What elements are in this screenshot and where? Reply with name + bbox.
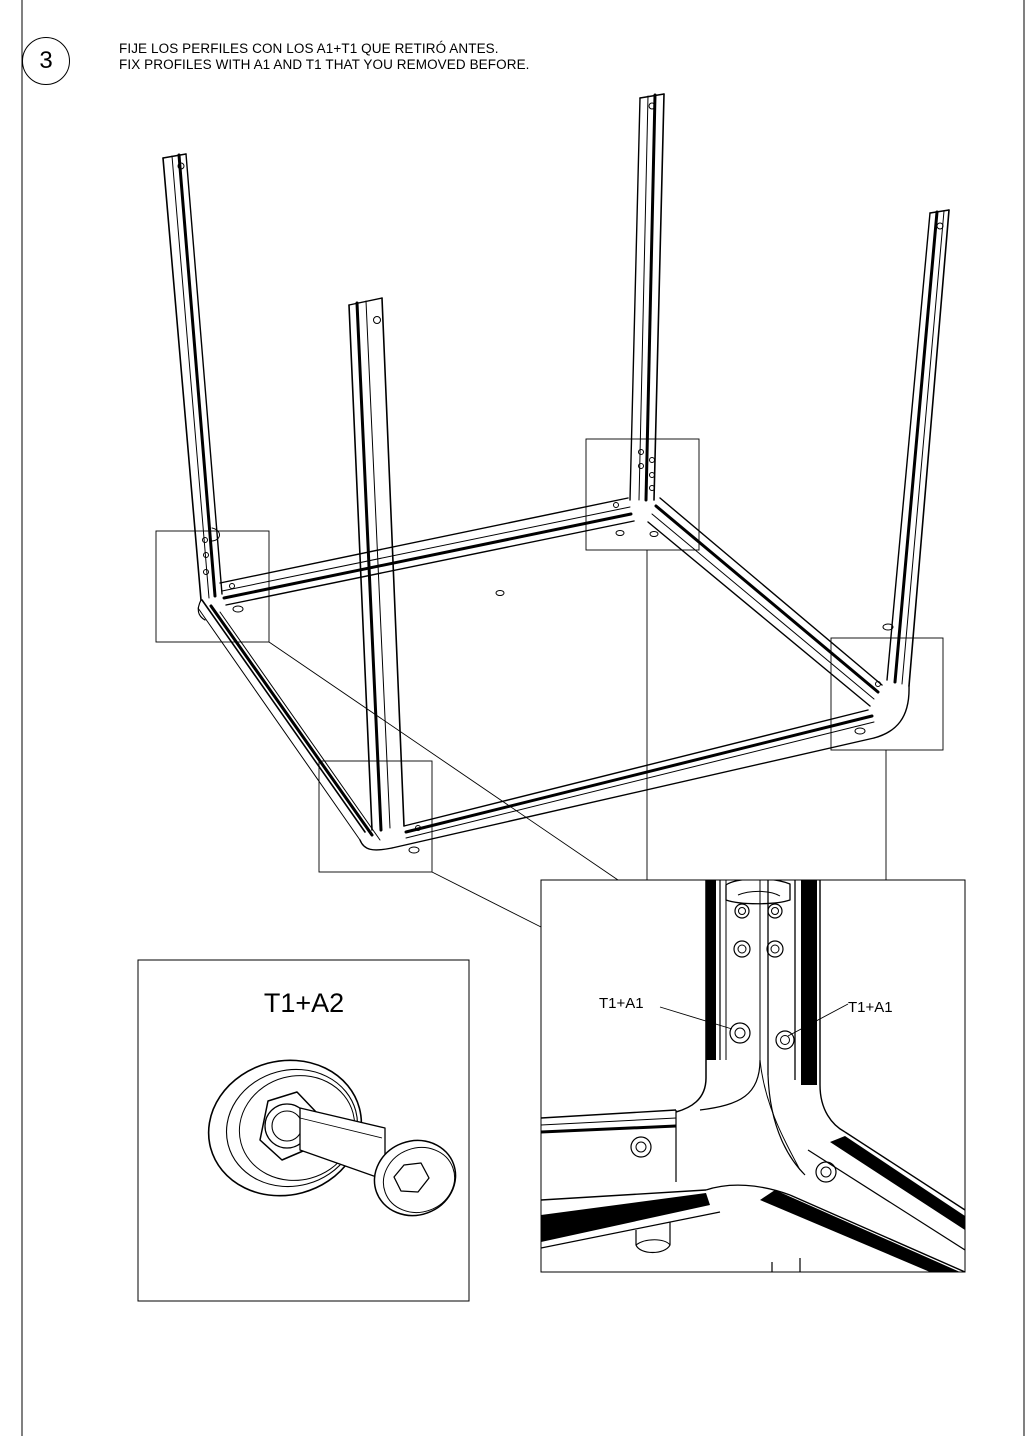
barrel-nut-bolt-icon [207,1059,457,1217]
frame-feet [232,530,866,854]
leg-back-left [162,153,223,601]
rail-left [197,599,381,841]
callout-box-back-right [585,438,700,551]
corner-joint-drawing [541,880,965,1272]
leg-right [875,209,950,687]
hardware-detail-panel: T1+A2 [137,959,470,1302]
leg-back-right [629,93,665,502]
rail-right [647,497,910,739]
page-border [21,0,1025,1436]
hardware-detail-frame [137,959,470,1302]
rail-front [359,709,875,851]
callout-box-right [830,637,944,751]
label-leader-right [787,1003,849,1037]
corner-label-right: T1+A1 [848,999,893,1016]
corner-callout-boxes [155,438,944,873]
label-leader-left [659,1006,733,1030]
callout-leader-lines [268,550,887,928]
instruction-text-spanish: FIJE LOS PERFILES CON LOS A1+T1 QUE RETI… [119,41,499,56]
corner-detail-panel: T1+A1 T1+A1 [540,879,966,1273]
hardware-detail-title: T1+A2 [264,988,344,1018]
callout-box-back-left [155,530,270,643]
instruction-text-english: FIX PROFILES WITH A1 AND T1 THAT YOU REM… [119,57,530,72]
rail-back [219,497,635,606]
corner-label-left: T1+A1 [599,995,644,1012]
callout-box-front [318,760,433,873]
table-frame-drawing [162,93,950,854]
